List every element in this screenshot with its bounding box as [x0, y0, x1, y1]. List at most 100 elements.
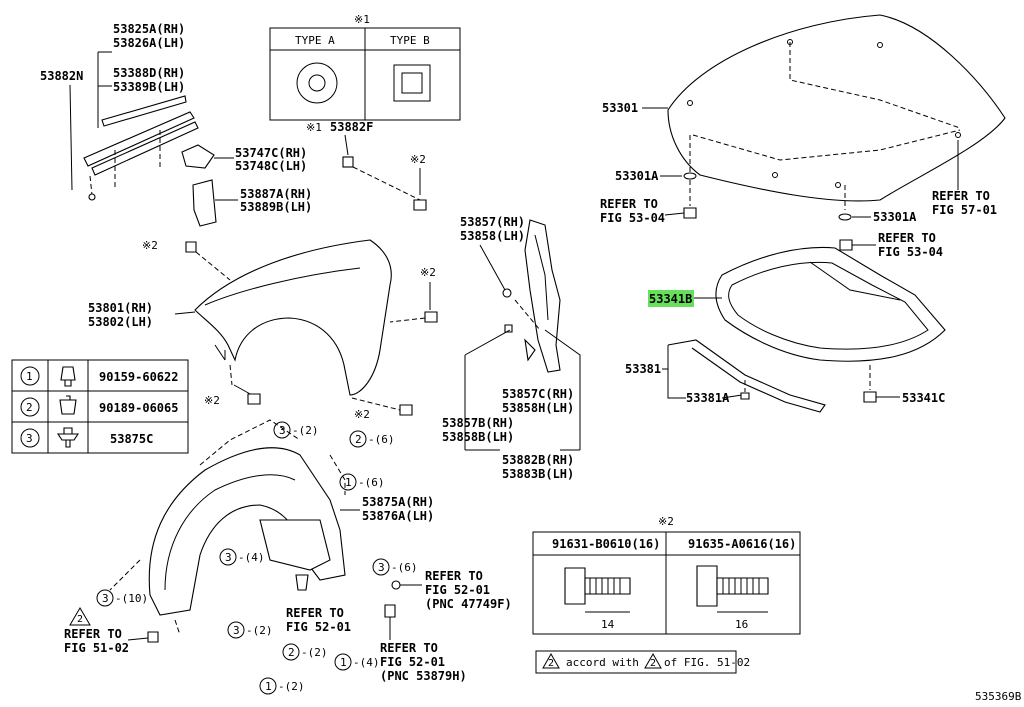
- svg-text:3: 3: [378, 561, 385, 574]
- bolt-head-2: [696, 565, 718, 607]
- refer6-line2: FIG 52-01: [425, 583, 490, 597]
- note1-mark: ※1: [354, 13, 370, 26]
- label-53875A: 53875A(RH): [362, 495, 434, 509]
- accord-post: of FIG. 51-02: [664, 656, 750, 669]
- note1-mark-clip: ※1: [306, 121, 322, 134]
- refer2-line2: FIG 57-01: [932, 203, 997, 217]
- label-53883B: 53883B(LH): [502, 467, 574, 481]
- accord-note: 2 accord with 2 of FIG. 51-02: [535, 650, 750, 674]
- svg-text:1: 1: [265, 680, 272, 693]
- refer1-line2: FIG 53-04: [600, 211, 665, 225]
- qty-3-10: -(10): [115, 592, 148, 605]
- clip-icon-2: [59, 395, 77, 415]
- label-53801: 53801(RH): [88, 301, 153, 315]
- label-53857B: 53857B(RH): [442, 416, 514, 430]
- note2-mark-e: ※2: [354, 408, 370, 421]
- refer4-line2: FIG 51-02: [64, 641, 129, 655]
- type-b-label: TYPE B: [390, 34, 430, 47]
- svg-text:1: 1: [340, 656, 347, 669]
- hood-group: 53301 53301A REFER TO FIG 53-04 REFER TO…: [600, 14, 1006, 259]
- refer6-line1: REFER TO: [425, 569, 483, 583]
- label-53802: 53802(LH): [88, 315, 153, 329]
- legend-part-2: 90189-06065: [99, 401, 178, 415]
- label-53889B: 53889B(LH): [240, 200, 312, 214]
- diagram-id: 535369B: [975, 690, 1022, 703]
- bolt-len2: 16: [735, 618, 748, 631]
- label-53857: 53857(RH): [460, 215, 525, 229]
- label-53301A-1: 53301A: [615, 169, 659, 183]
- refer3-line1: REFER TO: [878, 231, 936, 245]
- note2-mark-a: ※2: [410, 153, 426, 166]
- qty-1-4: -(4): [353, 656, 380, 669]
- insulator-group: 53341B 53381 53381A 53341C: [625, 246, 946, 413]
- legend-num-3: 3: [26, 432, 33, 445]
- label-53876A: 53876A(LH): [362, 509, 434, 523]
- svg-text:3: 3: [102, 592, 109, 605]
- clip-icon-3: [56, 427, 80, 448]
- qty-3-4: -(4): [238, 551, 265, 564]
- label-53747C: 53747C(RH): [235, 146, 307, 160]
- svg-text:3: 3: [233, 624, 240, 637]
- label-53882B: 53882B(RH): [502, 453, 574, 467]
- refer5-line1: REFER TO: [286, 606, 344, 620]
- label-53882F: 53882F: [330, 120, 373, 134]
- warning-triangle-icon-b: [644, 652, 662, 669]
- accord-num-a: 2: [548, 658, 554, 669]
- label-53389B: 53389B(LH): [113, 80, 185, 94]
- bolt-len1: 14: [601, 618, 615, 631]
- type-table: ※1 TYPE A TYPE B: [269, 13, 461, 121]
- label-53388D: 53388D(RH): [113, 66, 185, 80]
- label-53887A: 53887A(RH): [240, 187, 312, 201]
- label-53825A: 53825A(RH): [113, 22, 185, 36]
- legend-part-1: 90159-60622: [99, 370, 178, 384]
- refer7-line3: (PNC 53879H): [380, 669, 467, 683]
- qty-3-2b: -(2): [246, 624, 273, 637]
- label-53858: 53858(LH): [460, 229, 525, 243]
- refer3-line2: FIG 53-04: [878, 245, 943, 259]
- refer2-line1: REFER TO: [932, 189, 990, 203]
- label-53341C: 53341C: [902, 391, 945, 405]
- note2-mark-d: ※2: [204, 394, 220, 407]
- legend-part-3: 53875C: [110, 432, 153, 446]
- qty-3-2a: -(2): [292, 424, 319, 437]
- highlight-53341B: [648, 290, 694, 307]
- bolt-col1: 91631-B0610(16): [552, 537, 660, 551]
- note2-mark-b: ※2: [142, 239, 158, 252]
- type-a-label: TYPE A: [295, 34, 335, 47]
- note2-mark-f: ※2: [658, 515, 674, 528]
- svg-text:3: 3: [279, 424, 286, 437]
- label-53381A: 53381A: [686, 391, 730, 405]
- accord-num-b: 2: [650, 658, 656, 669]
- moulding-group: 53825A(RH) 53826A(LH) 53882N 53388D(RH) …: [40, 22, 199, 201]
- label-53882N: 53882N: [40, 69, 83, 83]
- fender-group: ※2 53801(RH) 53802(LH) ※2 ※2 ※2: [88, 239, 438, 421]
- refer6-line3: (PNC 47749F): [425, 597, 512, 611]
- svg-text:1: 1: [345, 476, 352, 489]
- clip-icon-1: [60, 366, 76, 387]
- qty-2-2: -(2): [301, 646, 328, 659]
- refer5-line2: FIG 52-01: [286, 620, 351, 634]
- note2-mark-c: ※2: [420, 266, 436, 279]
- qty-2-6: -(6): [368, 433, 395, 446]
- qty-3-6: -(6): [391, 561, 418, 574]
- warning-triangle-icon: [69, 607, 91, 626]
- label-53857C: 53857C(RH): [502, 387, 574, 401]
- label-53301: 53301: [602, 101, 638, 115]
- refer4-line1: REFER TO: [64, 627, 122, 641]
- center-bracket-group: 53857(RH) 53858(LH) 53857C(RH) 53858H(LH…: [442, 215, 581, 481]
- warning-triangle-icon-a: [542, 652, 560, 669]
- refer7-line2: FIG 52-01: [380, 655, 445, 669]
- label-53826A: 53826A(LH): [113, 36, 185, 50]
- bolt-shaft-2: [716, 577, 769, 595]
- legend-num-1: 1: [26, 370, 33, 383]
- refer1-line1: REFER TO: [600, 197, 658, 211]
- label-53858B: 53858B(LH): [442, 430, 514, 444]
- accord-pre: accord with: [566, 656, 639, 669]
- label-53341B: 53341B: [649, 292, 692, 306]
- refer7-line1: REFER TO: [380, 641, 438, 655]
- label-53381: 53381: [625, 362, 661, 376]
- svg-text:3: 3: [225, 551, 232, 564]
- clip-53882F: ※1 53882F ※2: [306, 120, 427, 211]
- svg-text:2: 2: [288, 646, 295, 659]
